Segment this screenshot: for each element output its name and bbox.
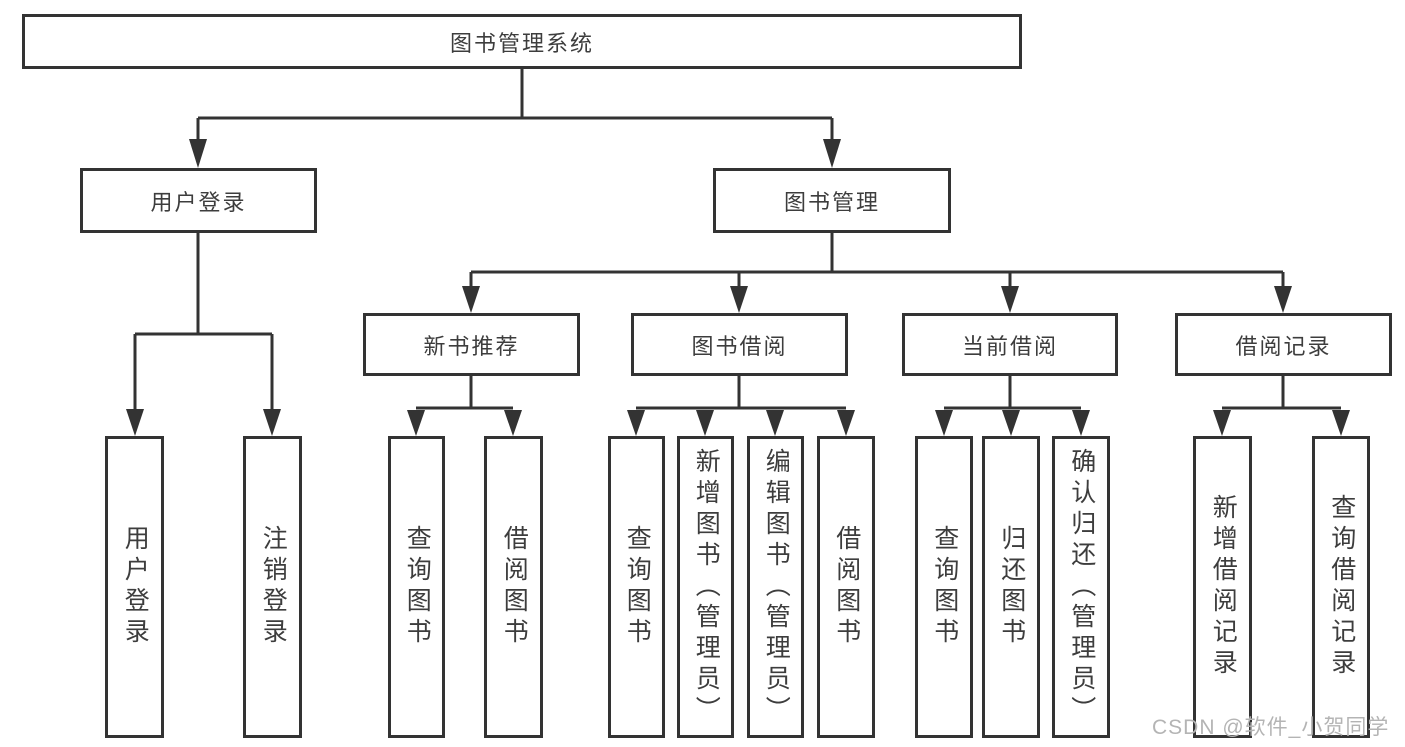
arrow-down-icon [263,409,281,436]
arrow-down-icon [504,410,522,436]
arrow-down-icon [407,410,425,436]
arrow-down-icon [1002,410,1020,436]
arrow-down-icon [766,410,784,436]
arrow-down-icon [1213,410,1231,436]
connector-root-to-level1 [189,68,841,168]
connector-current-borrow-to-leaves [935,376,1090,436]
leaf-user-login-label: 用户登录 [121,525,150,649]
arrow-down-icon [627,410,645,436]
arrow-down-icon [126,409,144,436]
arrow-down-icon [837,410,855,436]
connector-new-book-recommend-to-leaves [407,376,522,436]
leaf-query-book-borrow: 查询图书 [608,436,665,738]
leaf-borrow-book-recommend: 借阅图书 [484,436,543,738]
arrow-down-icon [1072,410,1090,436]
arrow-down-icon [696,410,714,436]
leaf-return-book-label: 归还图书 [997,525,1026,649]
leaf-query-book-current: 查询图书 [915,436,973,738]
leaf-borrow-book-recommend-label: 借阅图书 [500,525,529,649]
node-book-borrow: 图书借阅 [631,313,848,376]
node-book-borrow-label: 图书借阅 [691,333,788,359]
leaf-edit-book-admin: 编辑图书（管理员） [747,436,804,738]
leaf-add-borrow-record-label: 新增借阅记录 [1209,494,1238,680]
connector-borrow-records-to-leaves [1213,376,1350,436]
node-book-management: 图书管理 [713,168,951,233]
node-borrow-records-label: 借阅记录 [1235,333,1332,359]
leaf-logout-login: 注销登录 [243,436,302,738]
leaf-borrow-book: 借阅图书 [817,436,875,738]
node-user-login-label: 用户登录 [150,189,247,215]
leaf-logout-login-label: 注销登录 [259,525,288,649]
connector-book-borrow-to-leaves [627,376,855,436]
node-borrow-records: 借阅记录 [1175,313,1392,376]
leaf-return-book: 归还图书 [982,436,1040,738]
arrow-down-icon [1274,286,1292,313]
node-root: 图书管理系统 [22,14,1022,69]
leaf-borrow-book-label: 借阅图书 [832,525,861,649]
node-new-book-recommend: 新书推荐 [363,313,580,376]
arrow-down-icon [189,139,207,168]
arrow-down-icon [1332,410,1350,436]
node-root-label: 图书管理系统 [449,30,594,56]
leaf-query-borrow-record: 查询借阅记录 [1312,436,1370,738]
leaf-confirm-return-admin: 确认归还（管理员） [1052,436,1110,738]
connector-book-management-to-level2 [462,233,1292,313]
arrow-down-icon [730,286,748,313]
node-current-borrow-label: 当前借阅 [961,333,1058,359]
arrow-down-icon [935,410,953,436]
leaf-query-book-borrow-label: 查询图书 [623,525,652,649]
node-user-login: 用户登录 [80,168,317,233]
leaf-confirm-return-admin-label: 确认归还（管理员） [1067,447,1096,727]
leaf-query-borrow-record-label: 查询借阅记录 [1327,494,1356,680]
leaf-user-login: 用户登录 [105,436,164,738]
arrow-down-icon [823,139,841,168]
node-book-management-label: 图书管理 [783,189,880,215]
watermark: CSDN @软件_小贺同学 [1152,716,1390,739]
leaf-add-borrow-record: 新增借阅记录 [1193,436,1252,738]
leaf-add-book-admin-label: 新增图书（管理员） [692,447,721,727]
arrow-down-icon [462,286,480,313]
leaf-query-book-recommend-label: 查询图书 [403,525,432,649]
leaf-query-book-recommend: 查询图书 [388,436,445,738]
leaf-add-book-admin: 新增图书（管理员） [677,436,734,738]
connector-user-login-to-leaves [126,233,281,436]
arrow-down-icon [1001,286,1019,313]
leaf-query-book-current-label: 查询图书 [930,525,959,649]
leaf-edit-book-admin-label: 编辑图书（管理员） [762,447,791,727]
node-current-borrow: 当前借阅 [902,313,1118,376]
node-new-book-recommend-label: 新书推荐 [423,333,520,359]
